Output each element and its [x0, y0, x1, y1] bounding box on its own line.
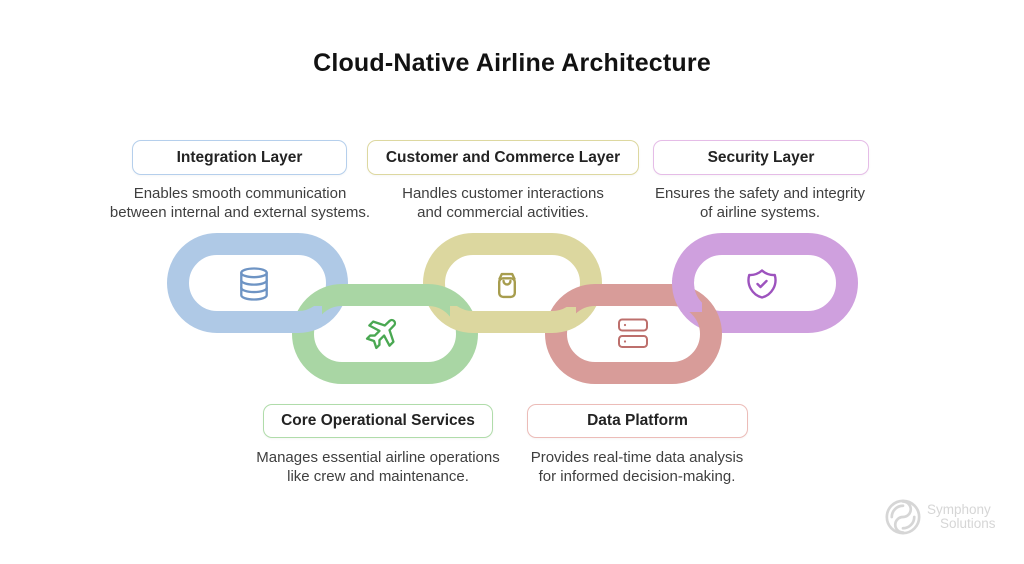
core-operational-title: Core Operational Services	[281, 412, 475, 429]
description-line: and commercial activities.	[417, 204, 589, 221]
logo-word-symphony: Symphony	[927, 501, 991, 517]
logo-word-solutions: Solutions	[940, 516, 996, 531]
data-platform-description: Provides real-time data analysis for inf…	[507, 448, 767, 486]
plane-icon	[365, 318, 397, 350]
customer-commerce-layer-link	[423, 233, 602, 333]
symphony-swirl-icon	[885, 499, 921, 535]
data-platform-link	[545, 284, 722, 384]
description-line: between internal and external systems.	[109, 204, 371, 221]
symphony-solutions-logo: Symphony Solutions	[884, 498, 996, 536]
core-operational-label: Core Operational Services	[263, 404, 493, 438]
description-line: Handles customer interactions	[402, 185, 604, 202]
page-title: Cloud-Native Airline Architecture	[313, 49, 711, 77]
core-operational-link	[292, 284, 478, 384]
shield-check-icon	[747, 269, 777, 299]
description-line: Ensures the safety and integrity	[654, 185, 866, 202]
integration-layer-link	[167, 233, 348, 333]
data-platform-label: Data Platform	[527, 404, 748, 438]
customer-commerce-layer-title: Customer and Commerce Layer	[385, 148, 621, 166]
description-line: Provides real-time data analysis	[530, 449, 744, 466]
security-layer-label: Security Layer	[653, 140, 869, 175]
customer-commerce-layer-label: Customer and Commerce Layer	[367, 140, 639, 175]
shopping-bag-icon	[498, 272, 516, 299]
core-operational-description: Manages essential airline operations lik…	[243, 448, 513, 486]
description-line: of airline systems.	[699, 204, 821, 221]
logo-wordmark: Symphony Solutions	[927, 501, 996, 532]
security-layer-title: Security Layer	[707, 148, 815, 166]
description-line: for informed decision-making.	[538, 468, 736, 485]
description-line: like crew and maintenance.	[287, 468, 469, 485]
customer-commerce-layer-description: Handles customer interactions and commer…	[373, 184, 633, 222]
description-line: Manages essential airline operations	[256, 449, 500, 466]
server-icon	[618, 318, 648, 348]
integration-layer-title: Integration Layer	[176, 148, 303, 166]
security-layer-description: Ensures the safety and integrity of airl…	[630, 184, 890, 222]
integration-layer-description: Enables smooth communication between int…	[100, 184, 380, 222]
database-icon	[240, 267, 268, 301]
integration-layer-label: Integration Layer	[132, 140, 347, 175]
data-platform-title: Data Platform	[587, 412, 688, 429]
description-line: Enables smooth communication	[133, 185, 347, 202]
